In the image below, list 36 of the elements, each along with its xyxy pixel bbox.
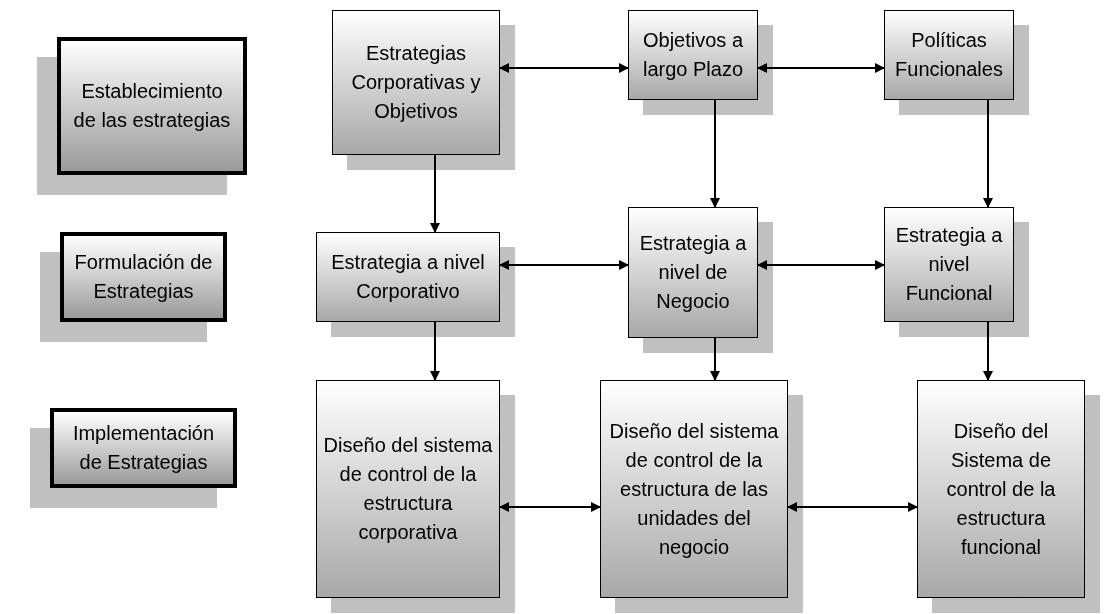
box-text: Políticas Funcionales	[894, 28, 1004, 82]
arrow	[499, 502, 601, 512]
box-text: Estrategia a nivel Corporativo	[330, 250, 486, 304]
box-text: Objetivos a largo Plazo	[641, 28, 745, 82]
stage-box	[60, 232, 227, 322]
process-box	[316, 232, 500, 322]
process-box	[884, 10, 1014, 100]
box-text: Establecimiento de las estrategias	[72, 79, 232, 133]
process-box	[332, 10, 500, 155]
process-box	[628, 207, 758, 338]
arrow	[757, 63, 885, 73]
arrow	[499, 63, 629, 73]
stage-box	[57, 37, 247, 175]
arrow	[710, 337, 720, 381]
arrow	[499, 260, 629, 270]
box-text: Estrategias Corporativas y Objetivos	[350, 41, 482, 124]
process-box	[884, 207, 1014, 322]
arrow	[757, 260, 885, 270]
arrow	[983, 321, 993, 381]
arrow	[710, 99, 720, 208]
box-text: Estrategia a nivel de Negocio	[638, 231, 748, 314]
box-text: Formulación de Estrategias	[73, 250, 214, 304]
process-box	[628, 10, 758, 100]
stage-box	[50, 408, 237, 488]
box-text: Diseño del sistema de control de la estructura corporativa	[322, 433, 494, 545]
process-box	[917, 380, 1085, 598]
box-text: Diseño del Sistema de control de la estructura funcional	[945, 418, 1057, 560]
arrow	[983, 99, 993, 208]
process-box	[600, 380, 788, 598]
box-text: Implementación de Estrategias	[71, 421, 216, 475]
arrow	[430, 154, 440, 233]
arrow	[430, 321, 440, 381]
process-box	[316, 380, 500, 598]
box-text: Diseño del sistema de control de la estructura de las unidades del negocio	[608, 418, 780, 560]
arrow	[787, 502, 918, 512]
box-text: Estrategia a nivel Funcional	[894, 223, 1004, 306]
